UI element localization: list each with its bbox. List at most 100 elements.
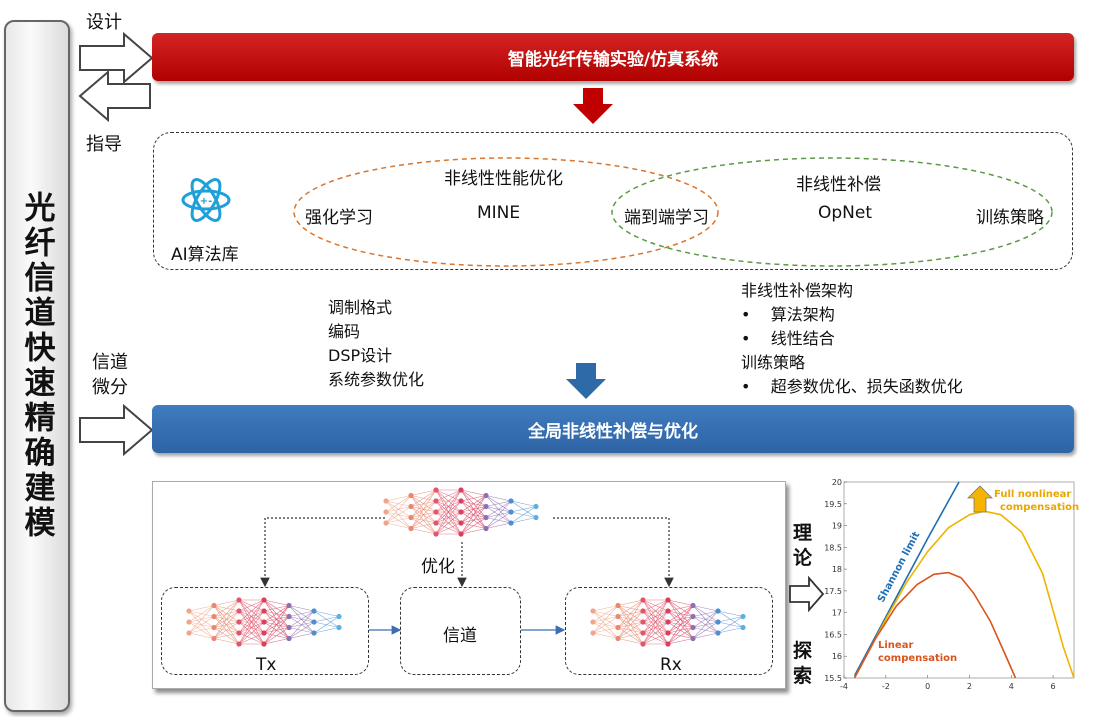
item-opnet: OpNet <box>818 203 873 223</box>
nn-link <box>385 506 412 524</box>
compensation-ellipse <box>611 157 1053 267</box>
nn-node <box>590 630 596 636</box>
list-item: • 线性结合 <box>741 329 835 348</box>
nn-node <box>236 641 242 647</box>
channel-label: 信道 <box>443 626 477 646</box>
nn-link <box>263 605 290 623</box>
nn-link <box>460 517 487 535</box>
list-item: 系统参数优化 <box>328 370 425 389</box>
nn-link <box>263 605 290 634</box>
nn-node <box>433 531 439 537</box>
series-line-2 <box>853 571 1017 679</box>
x-tick-label: -2 <box>882 682 890 691</box>
nn-link <box>238 610 265 645</box>
nn-link <box>460 495 487 513</box>
nn-link <box>263 605 290 612</box>
explore-char-1: 探 <box>793 640 813 662</box>
nn-link <box>313 627 340 634</box>
tx-box <box>161 587 369 675</box>
nn-node <box>483 525 489 532</box>
nn-node <box>615 624 621 631</box>
nn-link <box>238 621 265 645</box>
system-bar-label: 智能光纤传输实验/仿真系统 <box>507 49 719 70</box>
nn-node <box>690 635 696 642</box>
nn-link <box>213 610 240 639</box>
nn-link <box>263 616 290 645</box>
end-to-end-panel: 优化 信道 Tx Rx <box>152 481 786 689</box>
nn-node <box>615 602 621 609</box>
nn-link <box>410 489 437 518</box>
nn-link <box>213 599 240 639</box>
nn-link <box>667 605 694 623</box>
nn-link <box>617 621 644 639</box>
nn-node <box>211 602 217 609</box>
nn-link <box>288 605 315 612</box>
y-tick-label: 17.5 <box>824 587 842 596</box>
rx-box <box>565 587 773 675</box>
channel-diff-label-1: 信道 <box>92 352 128 373</box>
nn-link <box>288 610 315 639</box>
nn-link <box>592 605 619 612</box>
nn-link <box>288 632 315 639</box>
compensation-list: 非线性补偿架构 • 算法架构 • 线性结合 训练策略 • 超参数优化、损失函数优… <box>741 279 963 399</box>
explore-char-2: 索 <box>793 665 813 687</box>
nn-link <box>188 632 215 639</box>
nn-link <box>692 621 719 639</box>
nn-link <box>435 489 462 524</box>
chart-lines <box>853 481 1075 679</box>
nn-node <box>408 514 414 521</box>
x-tick-label: 4 <box>1009 682 1014 691</box>
series-line-1 <box>853 510 1075 679</box>
nn-link <box>410 489 437 496</box>
nn-node <box>336 624 342 631</box>
nn-link <box>692 610 719 628</box>
nn-node <box>665 619 671 625</box>
nn-link <box>213 599 240 617</box>
nn-link <box>213 599 240 606</box>
nn-node <box>408 525 414 532</box>
performance-group-title: 非线性性能优化 <box>444 169 563 189</box>
optimize-label: 优化 <box>421 557 455 577</box>
y-tick-label: 18 <box>832 565 842 574</box>
nn-link <box>485 522 512 529</box>
list-heading: 非线性补偿架构 <box>741 281 854 300</box>
nn-link <box>238 599 265 623</box>
nn-link <box>435 489 462 513</box>
side-title-box: 光纤信道快速精确建模 <box>4 20 70 712</box>
nn-link <box>692 632 719 639</box>
nn-link <box>460 495 487 502</box>
x-tick-label: 0 <box>925 682 930 691</box>
nn-node <box>286 635 292 642</box>
design-label: 设计 <box>86 12 122 33</box>
nn-link <box>385 517 412 524</box>
nn-link <box>592 605 619 634</box>
list-heading: 训练策略 <box>741 353 806 372</box>
nn-node <box>590 619 596 625</box>
nn-node <box>408 503 414 510</box>
nn-link <box>385 495 412 524</box>
nn-node <box>433 509 439 515</box>
network-diagram <box>186 487 746 647</box>
theory-char-1: 理 <box>793 522 813 544</box>
nn-link <box>485 511 512 529</box>
nn-link <box>592 632 619 639</box>
nn-link <box>188 627 215 634</box>
y-tick-label: 15.5 <box>824 674 842 683</box>
x-tick-label: -4 <box>840 682 848 691</box>
top-neural-network-icon <box>383 487 539 537</box>
nn-link <box>460 528 487 535</box>
nn-node <box>211 613 217 620</box>
nn-link <box>717 616 744 623</box>
nn-link <box>717 610 744 617</box>
ai-library-label: AI算法库 <box>171 245 239 265</box>
nn-node <box>236 619 242 625</box>
nn-node <box>458 487 464 493</box>
nn-node <box>383 520 389 526</box>
bullet-icon: • <box>741 329 771 348</box>
nn-link <box>385 495 412 502</box>
nn-link <box>238 632 265 645</box>
nn-node <box>211 624 217 631</box>
nn-link <box>642 621 669 645</box>
nn-node <box>311 630 317 636</box>
nn-link <box>642 599 669 634</box>
